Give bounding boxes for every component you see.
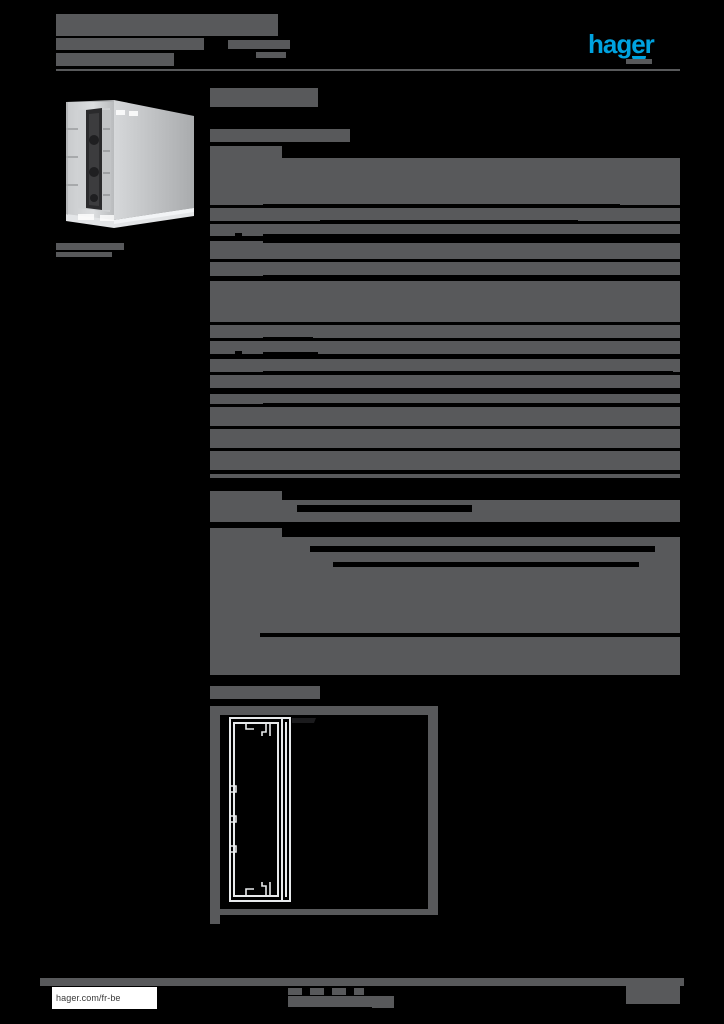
notes-panel xyxy=(210,637,680,675)
row-value-bar xyxy=(263,371,673,375)
row-divider xyxy=(210,426,680,429)
summary-bar xyxy=(297,505,472,512)
section-heading-4 xyxy=(210,623,260,637)
footer-text-block xyxy=(288,996,374,1007)
hager-logo: hager xyxy=(588,29,680,64)
header-subtitle xyxy=(228,40,290,49)
row-divider xyxy=(210,354,680,359)
footer-text-block xyxy=(372,996,394,1008)
section-subtitle xyxy=(210,129,350,142)
title-line-2 xyxy=(56,38,204,50)
title-line-1 xyxy=(56,14,278,36)
spec-table-heading xyxy=(210,146,282,158)
footer-chip xyxy=(288,988,302,995)
row-divider xyxy=(210,338,680,341)
product-image-caption-2 xyxy=(56,252,112,257)
product-photo-svg xyxy=(66,100,194,228)
hager-logo-tagline xyxy=(626,59,652,64)
row-value-bar xyxy=(263,204,620,208)
row-value-bar xyxy=(263,352,318,358)
row-divider xyxy=(210,448,680,451)
footer-website-link[interactable]: hager.com/fr-be xyxy=(52,987,157,1009)
spec-table-3 xyxy=(210,394,680,478)
footer-page-number xyxy=(626,986,680,1004)
spec-table xyxy=(210,158,680,342)
row-divider xyxy=(210,259,680,262)
row-value-bar xyxy=(320,220,578,224)
row-value-bar xyxy=(263,234,680,243)
detail-panel xyxy=(210,537,680,633)
header-subtitle-2 xyxy=(256,52,286,58)
technical-drawing xyxy=(210,706,438,924)
footer-chip xyxy=(332,988,346,995)
footer-divider xyxy=(40,978,684,986)
row-marker xyxy=(235,351,242,359)
hager-logo-text: hager xyxy=(588,29,655,59)
row-marker xyxy=(235,233,242,241)
product-image xyxy=(56,88,196,230)
header-divider xyxy=(56,69,680,71)
page-header: hager xyxy=(56,14,680,70)
row-value-bar xyxy=(263,275,680,281)
row-value-bar xyxy=(263,403,683,407)
row-value-bar xyxy=(263,337,313,341)
page-title xyxy=(56,14,278,66)
detail-bar xyxy=(310,546,655,552)
detail-bar xyxy=(333,562,639,567)
drawing-heading xyxy=(210,686,320,699)
footer-chip xyxy=(354,988,364,995)
spec-table-2 xyxy=(210,314,680,388)
product-image-caption-1 xyxy=(56,243,124,250)
row-divider xyxy=(210,470,680,474)
title-line-3 xyxy=(56,53,174,66)
section-title xyxy=(210,88,318,107)
trunking-cross-section-svg xyxy=(210,706,438,924)
footer-chip xyxy=(310,988,324,995)
row-divider xyxy=(210,322,680,325)
